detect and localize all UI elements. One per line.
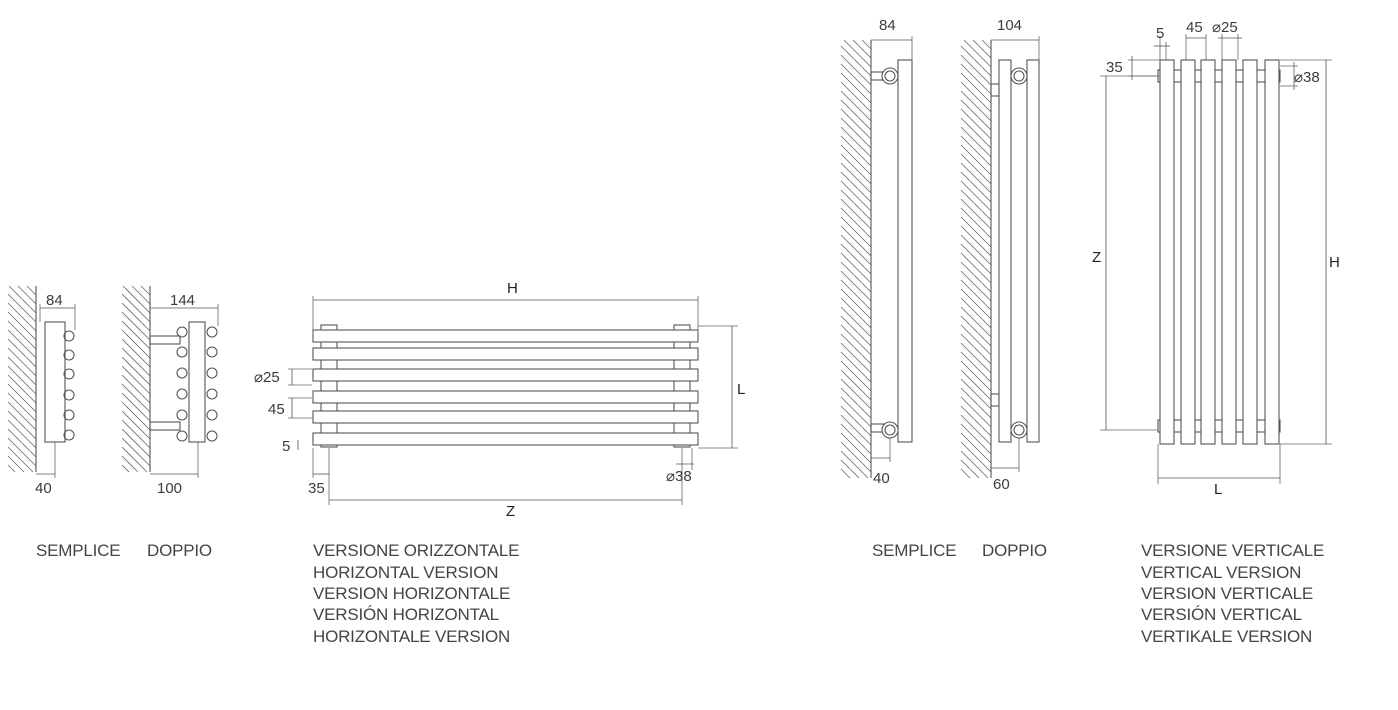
tube [312,368,699,382]
depth-label: 144 [170,292,195,309]
radiator-body [188,321,206,443]
caption-line: VERSIÓN VERTICAL [1141,605,1302,624]
right-semplice-view: 84 40 [840,17,913,487]
depth-label: 84 [879,17,896,34]
tube [1159,59,1175,445]
tube [1200,59,1216,445]
tube [312,432,699,446]
vertical-version-view: 5 45 ⌀25 35 ⌀38 Z H L [1092,19,1340,498]
tube-diameter-label: ⌀25 [254,369,280,386]
offset-label: 35 [308,480,325,497]
caption-line: HORIZONTALE VERSION [313,627,510,646]
tube-circles [63,330,75,441]
tube [1264,59,1280,445]
dim-h-label: H [1329,254,1340,271]
tube [1180,59,1196,445]
wall-hatch-left-semplice [7,285,37,473]
wall-distance-label: 40 [35,480,52,497]
dim-h-label: H [507,280,518,297]
dim-z-label: Z [506,503,515,520]
horizontal-captions: VERSIONE ORIZZONTALE HORIZONTAL VERSION … [313,541,520,646]
caption-line: VERSION VERTICALE [1141,584,1313,603]
tube [1221,59,1237,445]
collector-diameter-label: ⌀38 [1294,69,1320,86]
caption-semplice-left: SEMPLICE [36,541,120,560]
dim-l-label: L [737,381,745,398]
right-doppio-view: 104 60 [960,17,1040,493]
gap-label: 5 [1156,25,1164,42]
caption-line: VERSIONE ORIZZONTALE [313,541,519,560]
caption-doppio-right: DOPPIO [982,541,1047,560]
collector-diameter-label: ⌀38 [666,468,692,485]
tube [312,329,699,343]
pitch-label: 45 [268,401,285,418]
caption-line: HORIZONTAL VERSION [313,563,498,582]
offset-label: 35 [1106,59,1123,76]
depth-label: 84 [46,292,63,309]
gap-label: 5 [282,438,290,455]
radiator-body [44,321,66,443]
caption-doppio-left: DOPPIO [147,541,212,560]
wall-hatch-right-doppio [960,39,992,479]
tube [312,347,699,361]
left-semplice-view: 84 40 [7,285,76,497]
tube [312,410,699,424]
vertical-tubes [1159,59,1280,445]
caption-semplice-right: SEMPLICE [872,541,956,560]
tube [312,390,699,404]
tube-circles [176,326,218,442]
caption-line: VERSIONE VERTICALE [1141,541,1324,560]
wall-hatch-right-semplice [840,39,872,479]
wall-distance-label: 100 [157,480,182,497]
horizontal-tubes [312,329,699,446]
wall-distance-label: 60 [993,476,1010,493]
caption-line: VERSION HORIZONTALE [313,584,510,603]
dim-l-label: L [1214,481,1222,498]
left-doppio-view: 144 100 [121,285,219,497]
horizontal-version-view: H L ⌀25 45 5 35 ⌀38 Z [254,280,745,520]
tube-diameter-label: ⌀25 [1212,19,1238,36]
caption-line: VERSIÓN HORIZONTAL [313,605,499,624]
pitch-label: 45 [1186,19,1203,36]
vertical-captions: VERSIONE VERTICALE VERTICAL VERSION VERS… [1141,541,1324,646]
caption-line: VERTIKALE VERSION [1141,627,1312,646]
tube [1242,59,1258,445]
wall-hatch-left-doppio [121,285,151,473]
wall-distance-label: 40 [873,470,890,487]
depth-label: 104 [997,17,1022,34]
radiator-body [897,59,913,443]
caption-line: VERTICAL VERSION [1141,563,1301,582]
dim-z-label: Z [1092,249,1101,266]
